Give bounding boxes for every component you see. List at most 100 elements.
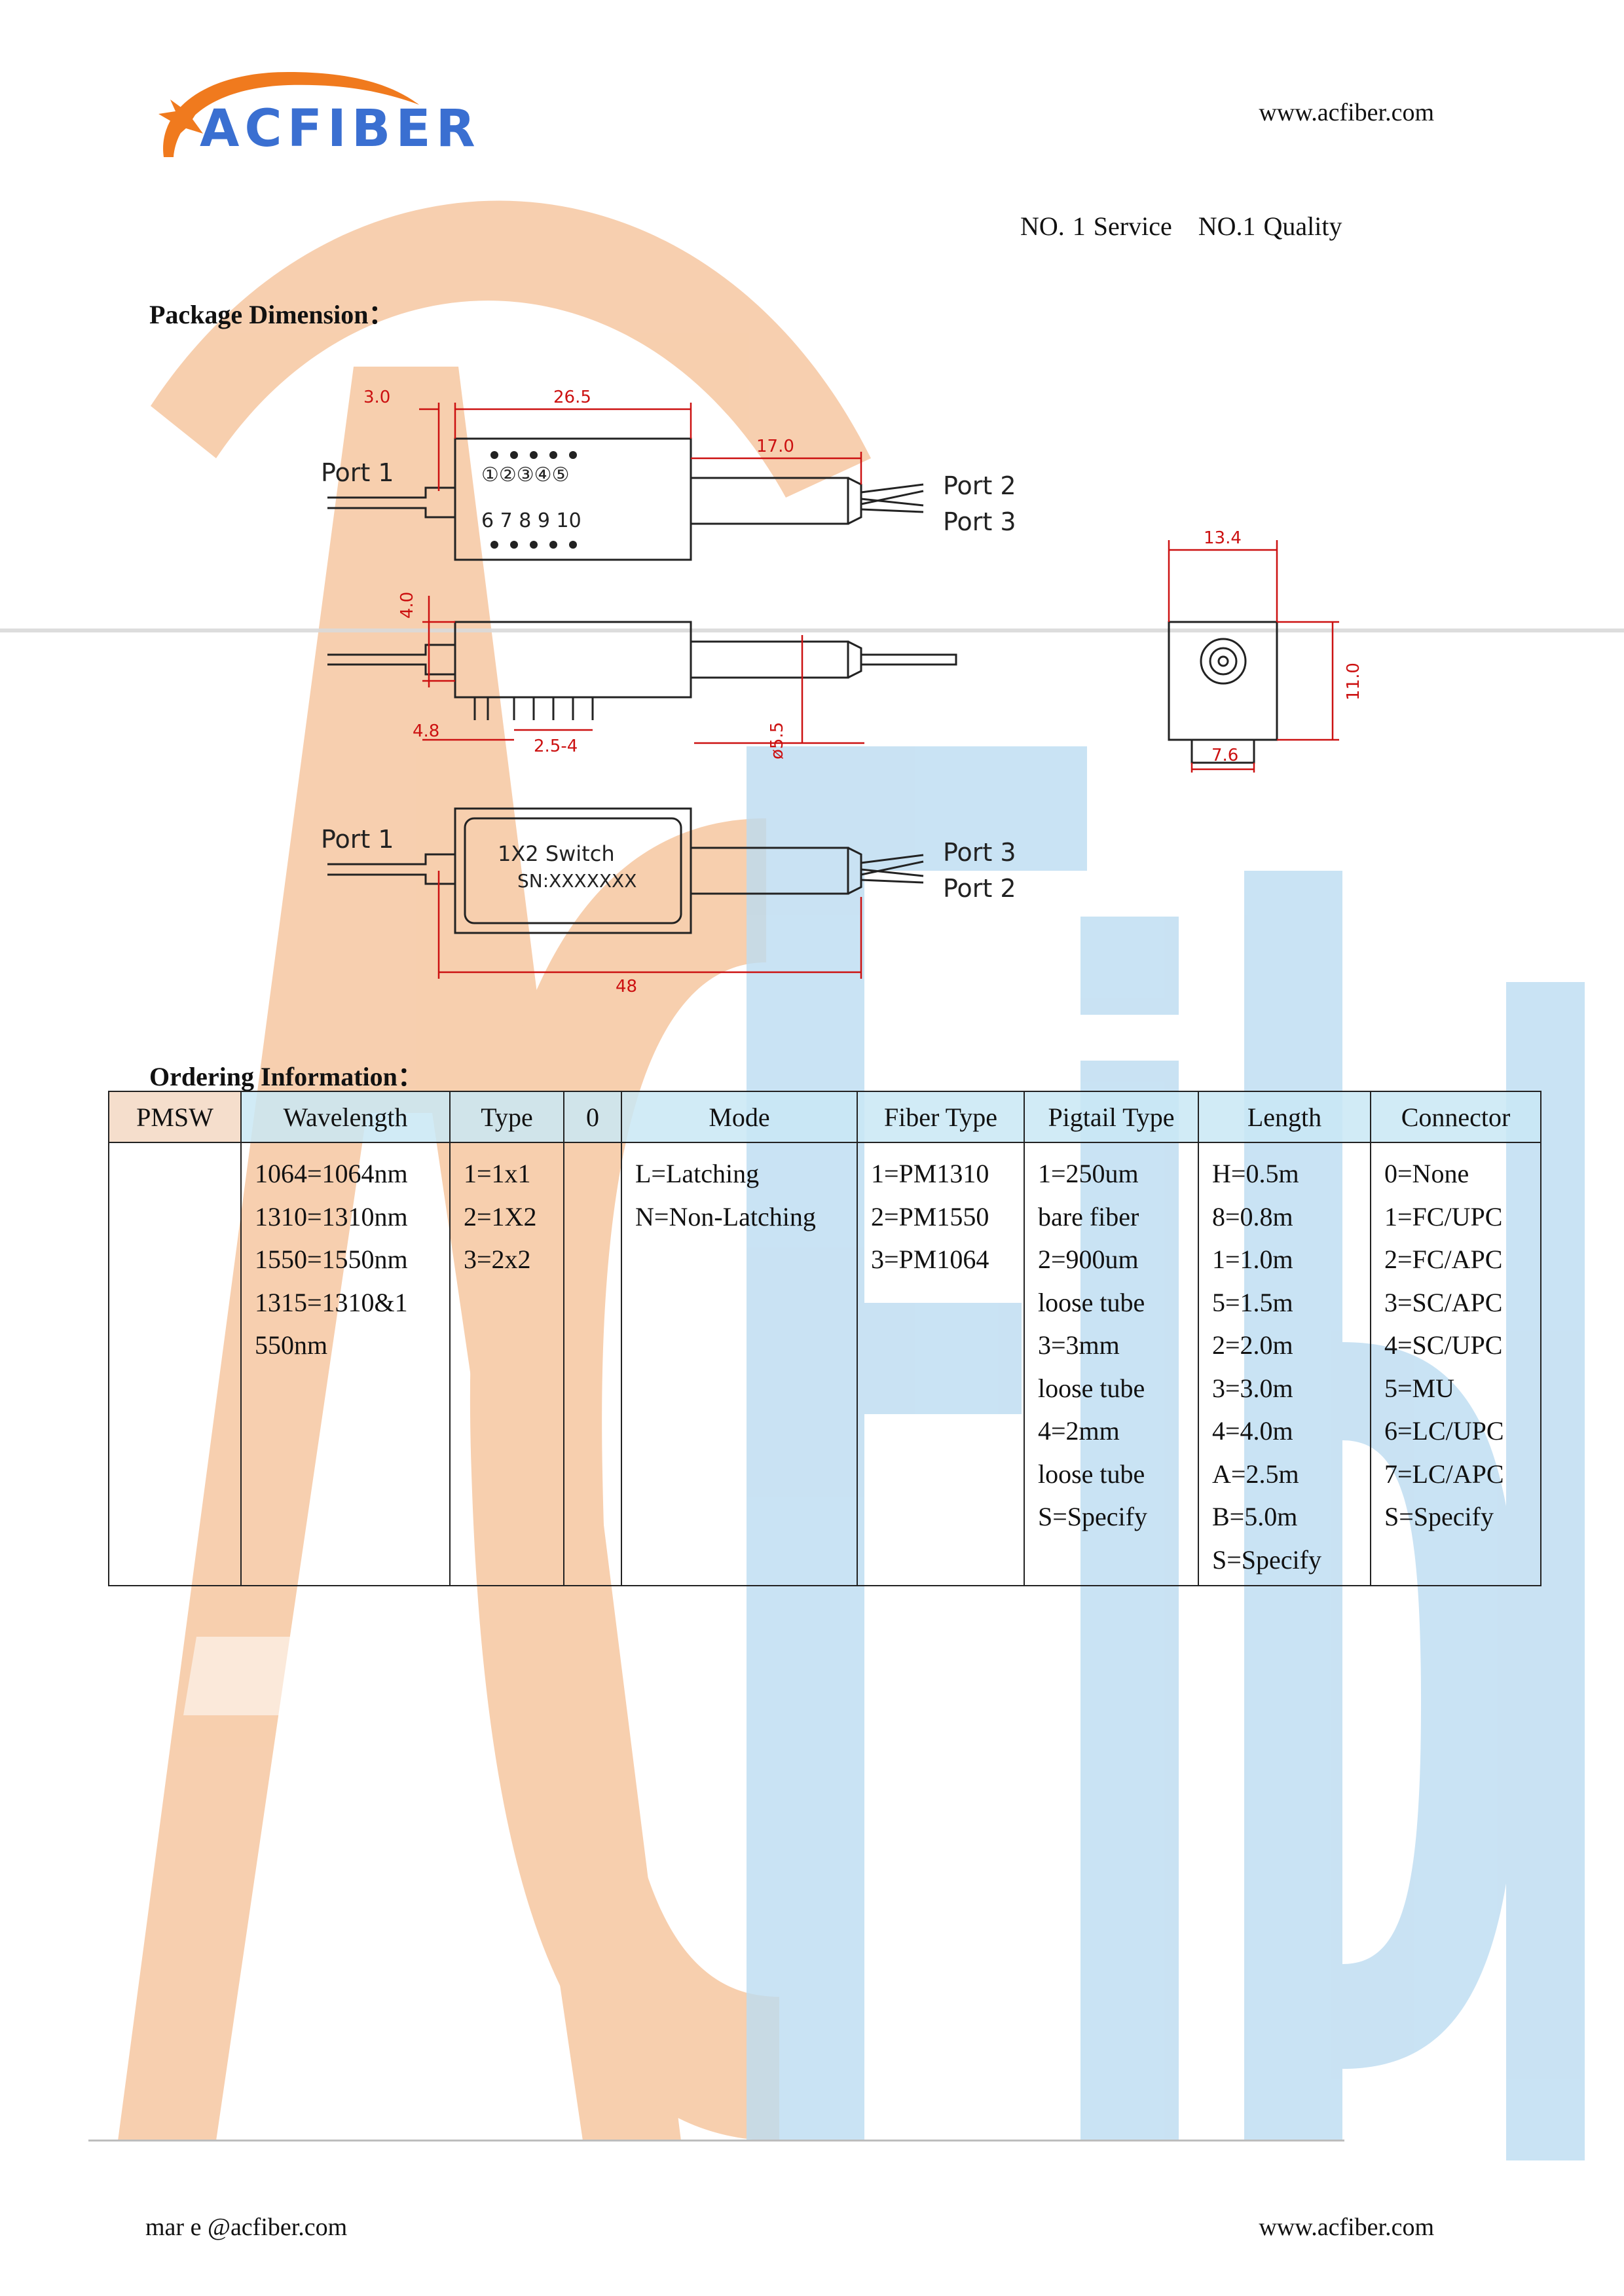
company-logo: ACFIBER (144, 59, 485, 170)
table-cell: 1=250um bare fiber 2=900um loose tube 3=3mm l… (1024, 1142, 1199, 1586)
option-line: loose tube (1038, 1373, 1145, 1403)
option-line: 1=FC/UPC (1384, 1201, 1503, 1231)
option-line: L=Latching (635, 1159, 760, 1188)
dim-5-5: ø5.5 (767, 722, 787, 759)
table-cell: 1=PM1310 2=PM1550 3=PM1064 (857, 1142, 1025, 1586)
top-view (327, 437, 924, 561)
option-line: 2=PM1550 (871, 1201, 989, 1231)
option-line: 5=1.5m (1212, 1287, 1293, 1317)
top-port-3-label: Port 3 (943, 507, 1016, 536)
slogan: NO. 1 Service NO.1 Quality (1020, 211, 1342, 242)
option-line: A=2.5m (1212, 1459, 1299, 1489)
option-line: 7=LC/APC (1384, 1459, 1504, 1489)
bottom-port-2-label: Port 2 (943, 874, 1016, 903)
dim-4-0: 4.0 (397, 592, 417, 619)
side-dimensions (422, 596, 864, 744)
dim-11-0: 11.0 (1344, 663, 1363, 701)
bottom-port-3-label: Port 3 (943, 838, 1016, 867)
dim-2-5-4: 2.5-4 (534, 737, 578, 756)
header-website: www.acfiber.com (1259, 99, 1434, 126)
bottom-view (327, 807, 924, 934)
option-line: B=5.0m (1212, 1502, 1298, 1531)
option-line: 5=MU (1384, 1373, 1455, 1403)
column-header: 0 (563, 1091, 622, 1143)
option-line: 2=900um (1038, 1245, 1139, 1274)
option-line: loose tube (1038, 1459, 1145, 1489)
option-line: 3=3mm (1038, 1330, 1120, 1360)
option-line: 1=PM1310 (871, 1159, 989, 1188)
end-dimensions (1168, 540, 1339, 773)
option-line: 550nm (255, 1330, 328, 1360)
footer-divider (88, 2140, 1344, 2141)
dim-3-0: 3.0 (363, 388, 390, 407)
option-line: 1=1x1 (464, 1159, 531, 1188)
option-line: loose tube (1038, 1287, 1145, 1317)
option-line: S=Specify (1038, 1502, 1147, 1531)
table-header-row: PMSW Wavelength Type 0 Mode Fiber Type P… (108, 1091, 1541, 1143)
side-view (327, 621, 957, 720)
option-line: 1315=1310&1 (255, 1287, 408, 1317)
option-line: 4=2mm (1038, 1416, 1120, 1446)
option-line: 4=SC/UPC (1384, 1330, 1503, 1360)
column-header: Connector (1370, 1091, 1541, 1143)
option-line: 1=250um (1038, 1159, 1139, 1188)
slogan-quality: NO.1 Quality (1198, 211, 1342, 241)
package-drawing: ①②③④⑤ 6 7 8 9 10 Port 1 Port 2 Port 3 3.… (321, 388, 1363, 996)
column-header: PMSW (108, 1091, 242, 1143)
option-line: bare fiber (1038, 1201, 1139, 1231)
dim-17-0: 17.0 (756, 437, 794, 456)
table-cell: 1=1x1 2=1X2 3=2x2 (449, 1142, 564, 1586)
ordering-information-heading: Ordering Information： (149, 1062, 424, 1091)
package-dimension-heading: Package Dimension： (149, 300, 395, 329)
option-line: 1064=1064nm (255, 1159, 408, 1188)
dim-4-8: 4.8 (413, 721, 439, 741)
option-line: 3=2x2 (464, 1245, 531, 1274)
dim-26-5: 26.5 (553, 388, 591, 407)
option-line: 2=2.0m (1212, 1330, 1293, 1360)
table-row: 1064=1064nm 1310=1310nm 1550=1550nm 1315=13… (108, 1142, 1541, 1586)
option-line: 8=0.8m (1212, 1201, 1293, 1231)
switch-label: 1X2 Switch (498, 841, 615, 866)
option-line: 2=1X2 (464, 1201, 537, 1231)
pin-numbers-top: ①②③④⑤ (481, 464, 569, 486)
table-cell: 1064=1064nm 1310=1310nm 1550=1550nm 1315=13… (240, 1142, 451, 1586)
dim-13-4: 13.4 (1204, 528, 1242, 548)
option-line: 6=LC/UPC (1384, 1416, 1504, 1446)
table-cell (563, 1142, 622, 1586)
option-line: N=Non-Latching (635, 1201, 816, 1231)
option-line: 1550=1550nm (255, 1245, 408, 1274)
top-port-1-label: Port 1 (321, 458, 394, 487)
pin-numbers-bottom: 6 7 8 9 10 (481, 509, 581, 532)
option-line: 3=PM1064 (871, 1245, 989, 1274)
option-line: S=Specify (1384, 1502, 1494, 1531)
option-line: 1310=1310nm (255, 1201, 408, 1231)
top-port-2-label: Port 2 (943, 471, 1016, 500)
slogan-service: NO. 1 Service (1020, 211, 1172, 241)
top-dimensions (419, 403, 862, 491)
column-header: Fiber Type (857, 1091, 1025, 1143)
column-header: Length (1198, 1091, 1371, 1143)
option-line: 4=4.0m (1212, 1416, 1293, 1446)
option-line: 3=SC/APC (1384, 1287, 1503, 1317)
bottom-port-1-label: Port 1 (321, 825, 394, 854)
option-line: H=0.5m (1212, 1159, 1299, 1188)
end-view (1168, 621, 1278, 764)
ordering-table: PMSW Wavelength Type 0 Mode Fiber Type P… (108, 1091, 1541, 1586)
option-line: 0=None (1384, 1159, 1469, 1188)
column-header: Pigtail Type (1024, 1091, 1199, 1143)
option-line: S=Specify (1212, 1544, 1321, 1575)
option-line: 1=1.0m (1212, 1245, 1293, 1274)
top-view-pins (490, 451, 577, 549)
column-header: Wavelength (240, 1091, 451, 1143)
dim-7-6: 7.6 (1211, 746, 1238, 765)
footer-website: www.acfiber.com (1259, 2214, 1434, 2241)
bottom-dimensions (437, 871, 862, 979)
logo-text: ACFIBER (200, 100, 481, 158)
column-header: Mode (621, 1091, 858, 1143)
footer-email: mar e @acfiber.com (145, 2214, 348, 2241)
table-cell (108, 1142, 242, 1586)
column-header: Type (449, 1091, 564, 1143)
